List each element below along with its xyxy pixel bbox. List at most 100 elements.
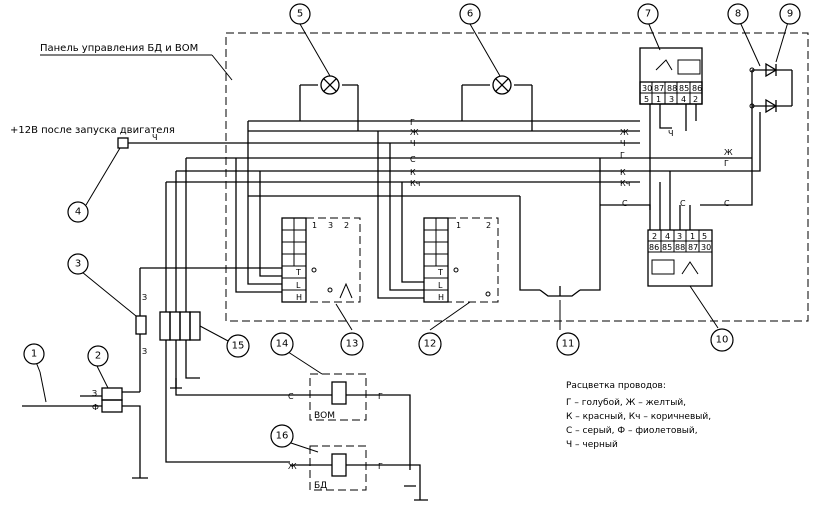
svg-text:30: 30 bbox=[642, 84, 652, 93]
svg-text:5: 5 bbox=[644, 95, 649, 104]
svg-text:С – серый, Ф – фиолетовый,: С – серый, Ф – фиолетовый, bbox=[566, 426, 698, 436]
relay-7: 30 87 88 85 86 5 1 3 4 2 bbox=[639, 47, 703, 105]
callout-9: 9 bbox=[779, 3, 801, 25]
svg-text:Г: Г bbox=[378, 462, 383, 471]
panel-title: Панель управления БД и ВОМ bbox=[40, 43, 198, 54]
svg-text:13: 13 bbox=[346, 339, 359, 350]
device-16-bd: БД bbox=[309, 445, 367, 491]
relay-10: 2 4 3 1 5 86 85 88 87 30 bbox=[647, 229, 713, 287]
svg-text:Ч – черный: Ч – черный bbox=[566, 440, 618, 450]
lamp-6 bbox=[461, 75, 533, 131]
svg-text:87: 87 bbox=[688, 243, 698, 252]
callout-11: 11 bbox=[556, 332, 580, 356]
svg-text:Ч: Ч bbox=[152, 133, 157, 142]
callout-16: 16 bbox=[270, 424, 294, 448]
callout-7: 7 bbox=[637, 3, 659, 25]
svg-text:К: К bbox=[410, 168, 416, 177]
svg-text:4: 4 bbox=[75, 207, 81, 218]
svg-text:1: 1 bbox=[31, 349, 37, 360]
svg-text:1: 1 bbox=[656, 95, 661, 104]
svg-text:86: 86 bbox=[649, 243, 659, 252]
svg-text:Ч: Ч bbox=[668, 129, 673, 138]
callout-2: 2 bbox=[87, 345, 109, 367]
lamp-5 bbox=[299, 75, 359, 131]
switch-12[interactable]: Т L Н 1 2 bbox=[423, 217, 499, 303]
svg-text:Н: Н bbox=[296, 293, 302, 302]
svg-text:1: 1 bbox=[456, 221, 461, 230]
svg-text:9: 9 bbox=[787, 9, 793, 20]
svg-text:З: З bbox=[92, 389, 97, 398]
svg-text:Г: Г bbox=[724, 159, 729, 168]
svg-text:1: 1 bbox=[690, 232, 695, 241]
callout-13: 13 bbox=[340, 332, 364, 356]
svg-text:БД: БД bbox=[314, 481, 327, 491]
svg-text:Кч: Кч bbox=[410, 179, 420, 188]
callout-6: 6 bbox=[459, 3, 481, 25]
svg-text:85: 85 bbox=[679, 84, 689, 93]
svg-text:Т: Т bbox=[437, 268, 443, 277]
svg-text:3: 3 bbox=[677, 232, 682, 241]
svg-text:Ф: Ф bbox=[92, 403, 99, 412]
fuse-3 bbox=[135, 315, 147, 335]
svg-text:3: 3 bbox=[328, 221, 333, 230]
svg-text:К: К bbox=[620, 168, 626, 177]
svg-text:ВОМ: ВОМ bbox=[314, 411, 335, 421]
svg-text:3: 3 bbox=[75, 259, 81, 270]
callout-1: 1 bbox=[23, 343, 45, 365]
control-panel-boundary bbox=[225, 32, 809, 322]
callout-3: 3 bbox=[67, 253, 89, 275]
svg-text:Г: Г bbox=[410, 118, 415, 127]
svg-text:L: L bbox=[438, 281, 443, 290]
svg-text:7: 7 bbox=[645, 9, 651, 20]
svg-text:Ж: Ж bbox=[724, 148, 733, 157]
svg-text:10: 10 bbox=[716, 335, 729, 346]
switch-13[interactable]: Т L Н 1 3 2 bbox=[281, 217, 361, 303]
svg-text:4: 4 bbox=[681, 95, 686, 104]
svg-text:87: 87 bbox=[654, 84, 664, 93]
svg-text:Т: Т bbox=[295, 268, 301, 277]
callout-8: 8 bbox=[727, 3, 749, 25]
svg-text:Кч: Кч bbox=[620, 179, 630, 188]
svg-text:15: 15 bbox=[232, 341, 245, 352]
svg-text:2: 2 bbox=[486, 221, 491, 230]
svg-text:86: 86 bbox=[692, 84, 702, 93]
svg-text:88: 88 bbox=[675, 243, 685, 252]
svg-text:Расцветка проводов:: Расцветка проводов: bbox=[566, 381, 666, 391]
svg-text:С: С bbox=[288, 392, 294, 401]
svg-text:8: 8 bbox=[735, 9, 741, 20]
color-legend: Расцветка проводов: Г – голубой, Ж – жел… bbox=[566, 381, 711, 450]
svg-text:2: 2 bbox=[95, 351, 101, 362]
svg-text:88: 88 bbox=[667, 84, 677, 93]
svg-text:Ж: Ж bbox=[410, 128, 419, 137]
svg-text:12: 12 bbox=[424, 339, 437, 350]
svg-text:2: 2 bbox=[344, 221, 349, 230]
svg-text:С: С bbox=[622, 199, 628, 208]
svg-text:З: З bbox=[142, 347, 147, 356]
callout-5: 5 bbox=[289, 3, 311, 25]
svg-text:С: С bbox=[724, 199, 730, 208]
svg-text:Г: Г bbox=[378, 392, 383, 401]
svg-text:З: З bbox=[142, 293, 147, 302]
power-connector bbox=[117, 137, 129, 149]
svg-text:5: 5 bbox=[702, 232, 707, 241]
svg-text:1: 1 bbox=[312, 221, 317, 230]
callout-14: 14 bbox=[270, 332, 294, 356]
svg-text:Ж: Ж bbox=[288, 462, 297, 471]
device-14-vom: ВОМ bbox=[309, 373, 367, 421]
svg-text:Ч: Ч bbox=[410, 139, 415, 148]
svg-text:С: С bbox=[410, 155, 416, 164]
svg-text:L: L bbox=[296, 281, 301, 290]
callout-4: 4 bbox=[67, 201, 89, 223]
svg-text:2: 2 bbox=[693, 95, 698, 104]
callout-15: 15 bbox=[226, 334, 250, 358]
svg-text:16: 16 bbox=[276, 431, 289, 442]
callout-12: 12 bbox=[418, 332, 442, 356]
power-label: +12В после запуска двигателя bbox=[10, 125, 175, 136]
connector-15 bbox=[159, 311, 201, 341]
svg-text:Ч: Ч bbox=[620, 139, 625, 148]
svg-text:Ж: Ж bbox=[620, 128, 629, 137]
svg-text:14: 14 bbox=[276, 339, 289, 350]
svg-text:85: 85 bbox=[662, 243, 672, 252]
svg-text:С: С bbox=[680, 199, 686, 208]
svg-text:5: 5 bbox=[297, 9, 303, 20]
